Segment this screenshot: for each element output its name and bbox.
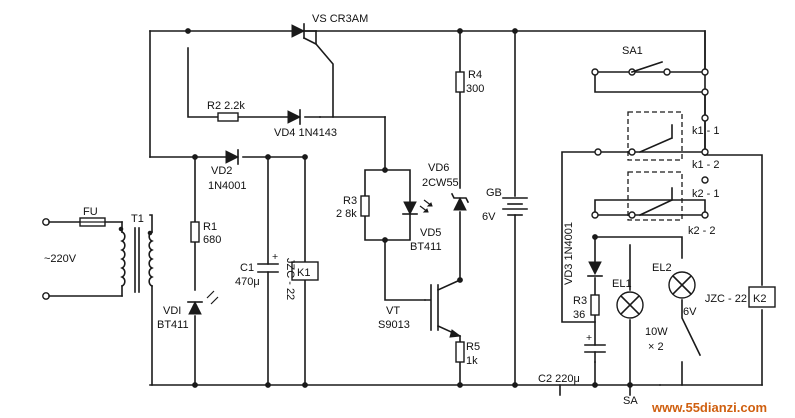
relay-k2-contacts — [627, 171, 683, 221]
label-k2-type: JZC - 22 — [705, 293, 747, 305]
fuse-fu — [79, 217, 106, 227]
diode-vd2 — [225, 149, 240, 165]
junction-dots — [185, 28, 633, 388]
diode-vd4 — [287, 109, 302, 125]
label-t1: T1 — [131, 213, 144, 225]
resistor-r3-lower — [590, 294, 600, 316]
label-mains: ~220V — [44, 253, 77, 265]
label-vd1-name: VDI — [163, 305, 181, 317]
label-el1: EL1 — [612, 278, 632, 290]
label-k2-1: k2 - 1 — [692, 188, 720, 200]
switch-terminals — [591, 68, 709, 219]
label-vd4: VD4 1N4143 — [274, 127, 337, 139]
label-c1-value: 470μ — [235, 276, 260, 288]
label-r1-name: R1 — [203, 221, 217, 233]
transformer-t1 — [118, 214, 154, 386]
label-vd1-part: BT411 — [157, 319, 189, 331]
label-vd6-name: VD6 — [428, 162, 449, 174]
label-r5-value: 1k — [466, 355, 478, 367]
label-r3b-name: R3 — [573, 295, 587, 307]
label-sa-bottom: SA — [623, 395, 638, 407]
label-vt-part: S9013 — [378, 319, 410, 331]
label-r1-value: 680 — [203, 234, 221, 246]
label-c1-name: C1 — [240, 262, 254, 274]
relay-coil-k2 — [748, 286, 776, 308]
label-r3-name: R3 — [343, 195, 357, 207]
label-k1-2: k1 - 2 — [692, 159, 720, 171]
led-vd5 — [402, 199, 433, 216]
led-vd1 — [187, 290, 219, 315]
watermark: www.55dianzi.com — [640, 395, 795, 418]
lamp-el2 — [668, 271, 696, 299]
label-k2-coil: K2 — [753, 293, 766, 305]
label-k1-type: JZC - 22 — [284, 258, 296, 300]
label-k1-1: k1 - 1 — [692, 125, 720, 137]
resistor-r5 — [455, 341, 465, 363]
thyristor-vs — [291, 23, 318, 46]
capacitor-c2: + — [584, 332, 606, 363]
diode-vd3 — [587, 261, 603, 277]
resistor-r1 — [190, 221, 200, 243]
battery-gb — [502, 197, 528, 216]
resistor-r3-upper — [360, 195, 370, 217]
relay-k1-contacts — [627, 111, 683, 161]
label-lamp-count: × 2 — [648, 341, 664, 353]
label-fu: FU — [83, 206, 98, 218]
label-r4-value: 300 — [466, 83, 484, 95]
label-vd2-name: VD2 — [211, 165, 232, 177]
label-r4-name: R4 — [468, 69, 482, 81]
svg-text:+: + — [586, 332, 592, 344]
label-vd6-part: 2CW55 — [422, 177, 459, 189]
label-vt-name: VT — [386, 305, 400, 317]
lamp-el1 — [616, 291, 644, 319]
resistor-r4 — [455, 71, 465, 93]
label-lamp-rating: 10W — [645, 326, 668, 338]
label-el2-voltage: 6V — [683, 306, 697, 318]
mains-input — [42, 218, 123, 300]
watermark-text: www.55dianzi.com — [651, 400, 767, 415]
label-el2: EL2 — [652, 262, 672, 274]
label-k2-2: k2 - 2 — [688, 225, 716, 237]
label-r3b-value: 36 — [573, 309, 585, 321]
switch-sa1 — [630, 60, 664, 74]
svg-text:+: + — [272, 251, 278, 263]
label-c2: C2 220μ — [538, 373, 580, 385]
label-gb-value: 6V — [482, 211, 496, 223]
transistor-vt — [430, 284, 462, 338]
label-r2: R2 2.2k — [207, 100, 245, 112]
resistor-r2 — [217, 112, 239, 122]
label-vd3: VD3 1N4001 — [563, 222, 575, 285]
label-k1-coil: K1 — [297, 267, 310, 279]
relay-coil-k1 — [291, 261, 319, 281]
labels: VS CR3AM R2 2.2k VD4 1N4143 R4 300 SA1 k… — [44, 13, 766, 407]
label-vd5-name: VD5 — [420, 227, 441, 239]
capacitor-c1: + — [257, 251, 279, 273]
label-gb-name: GB — [486, 187, 502, 199]
label-vd5-part: BT411 — [410, 241, 442, 253]
label-sa1: SA1 — [622, 45, 643, 57]
zener-vd6 — [450, 192, 470, 211]
label-vs: VS CR3AM — [312, 13, 368, 25]
label-r5-name: R5 — [466, 341, 480, 353]
label-vd2-part: 1N4001 — [208, 180, 247, 192]
label-r3-value: 2 8k — [336, 208, 357, 220]
